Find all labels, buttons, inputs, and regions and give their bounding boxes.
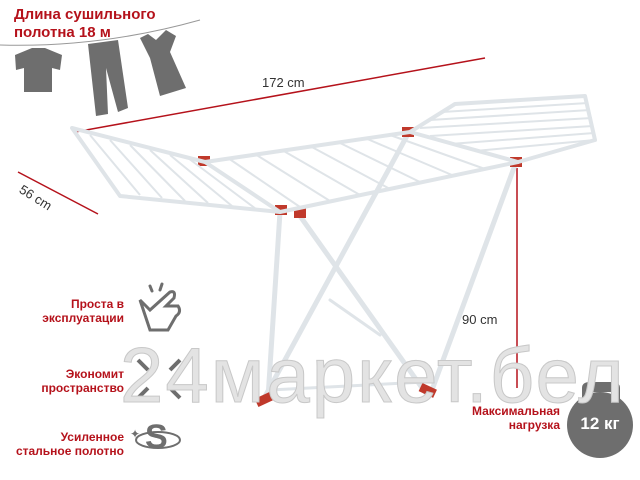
kettlebell-icon xyxy=(567,382,633,458)
dryer-frame xyxy=(70,94,597,214)
compress-arrows-icon xyxy=(136,358,182,400)
svg-text:✦: ✦ xyxy=(130,427,140,441)
dryer-legs xyxy=(259,131,518,405)
max-load-value: 12 кг xyxy=(580,414,620,433)
width-dimension-line xyxy=(17,171,99,215)
svg-text:S: S xyxy=(145,418,168,456)
feature-line1: Усиленное xyxy=(60,430,124,444)
watermark: 24маркет.бел xyxy=(120,331,626,420)
headline-line1: Длина сушильного xyxy=(14,6,156,23)
steel-icon: S ✦ xyxy=(130,418,181,456)
height-label: 90 cm xyxy=(462,312,498,327)
trousers-icon xyxy=(88,40,128,116)
dress-icon xyxy=(140,30,186,96)
feature-steel: Усиленное стальное полотно xyxy=(4,430,124,458)
tap-hand-icon xyxy=(138,282,182,332)
length-dimension-line xyxy=(74,57,486,133)
tshirt-icon xyxy=(15,48,62,92)
load-line1: Максимальная xyxy=(471,404,560,418)
feature-space-saving: Экономит пространство xyxy=(4,367,124,395)
load-line2: нагрузка xyxy=(508,418,560,432)
feature-line2: стальное полотно xyxy=(15,444,124,458)
dryer-rails xyxy=(89,102,596,210)
feature-easy-use: Проста в эксплуатации xyxy=(4,297,124,325)
feature-line2: эксплуатации xyxy=(42,311,124,325)
feature-line2: пространство xyxy=(41,381,124,395)
feature-line1: Экономит xyxy=(65,367,124,381)
length-label: 172 cm xyxy=(262,75,305,90)
headline: Длина сушильного полотна 18 м xyxy=(14,6,156,42)
max-load-label: Максимальная нагрузка xyxy=(440,404,560,432)
feature-line1: Проста в xyxy=(70,297,124,311)
headline-line2: полотна 18 м xyxy=(14,24,111,41)
